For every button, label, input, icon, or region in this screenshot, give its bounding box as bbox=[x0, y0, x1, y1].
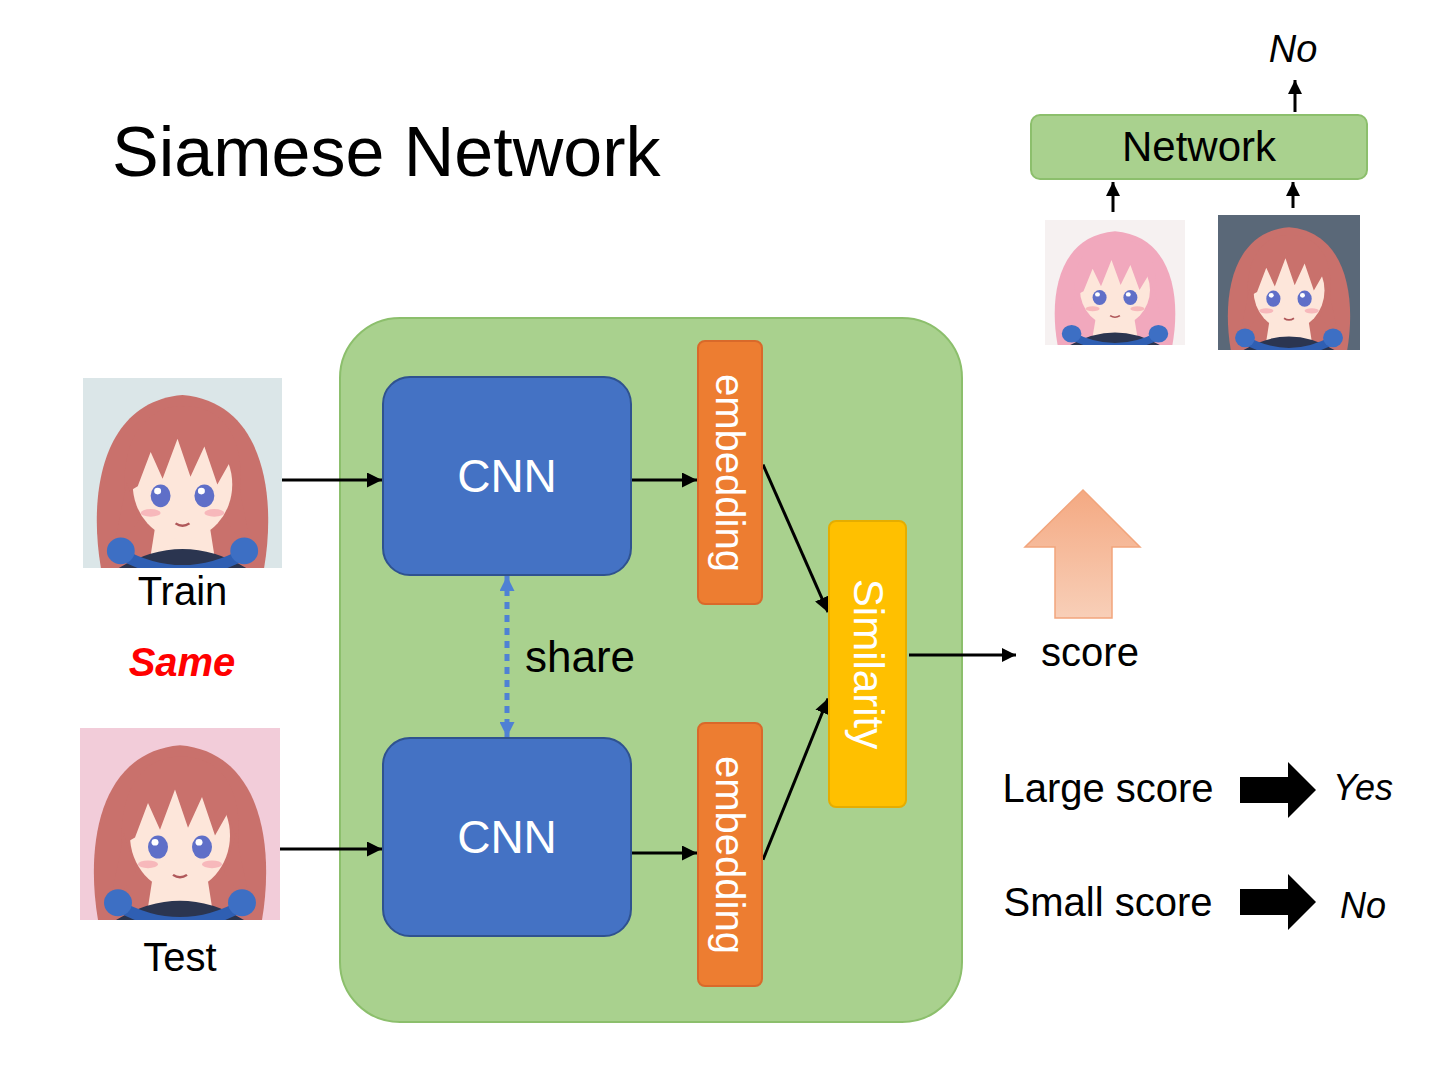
input-arrow bbox=[1292, 182, 1295, 208]
example-photo bbox=[1055, 231, 1176, 347]
network-container bbox=[340, 318, 962, 1022]
output-arrow bbox=[1294, 80, 1297, 112]
connector-label: share bbox=[525, 631, 635, 682]
example-photo bbox=[1228, 227, 1350, 352]
data-flow-arrow bbox=[763, 465, 828, 613]
shared-weights-link bbox=[505, 576, 510, 737]
cnn-box: CNN bbox=[382, 737, 632, 937]
block-arrow bbox=[1240, 874, 1316, 930]
embedding-bar: embedding bbox=[697, 340, 763, 605]
image-caption: Train bbox=[83, 568, 282, 614]
decision-text: No bbox=[1340, 885, 1386, 926]
image-caption: Test bbox=[80, 934, 280, 980]
node-label: embedding bbox=[707, 756, 753, 954]
similarity-bar: Similarity bbox=[828, 520, 907, 808]
network-box: Network bbox=[1030, 114, 1368, 180]
data-flow-arrow bbox=[632, 852, 697, 855]
test-image: Test bbox=[80, 728, 280, 980]
embedding-bar: embedding bbox=[697, 722, 763, 987]
data-flow-arrow bbox=[632, 479, 697, 482]
node-label: embedding bbox=[707, 374, 753, 572]
node-label: CNN bbox=[457, 811, 557, 864]
output-text: No bbox=[1269, 28, 1318, 72]
test-photo bbox=[94, 745, 266, 923]
block-arrow bbox=[1240, 762, 1316, 818]
data-flow-arrow bbox=[763, 699, 828, 860]
input-arrow bbox=[1112, 182, 1115, 212]
score-arrow bbox=[909, 654, 1016, 657]
output-label: score bbox=[1041, 629, 1139, 675]
pair-relation: Same bbox=[129, 639, 236, 685]
node-label: CNN bbox=[457, 450, 557, 503]
rule-text: Large score bbox=[1002, 765, 1213, 811]
train-image: Train bbox=[83, 378, 282, 614]
slide-title: Siamese Network bbox=[112, 112, 661, 193]
train-photo bbox=[97, 395, 268, 571]
decision-text: Yes bbox=[1333, 767, 1393, 808]
data-flow-arrow bbox=[282, 479, 382, 482]
node-label: Similarity bbox=[843, 579, 891, 749]
big-up-arrow bbox=[1025, 490, 1140, 618]
data-flow-arrow bbox=[280, 848, 382, 851]
cnn-box: CNN bbox=[382, 376, 632, 576]
rule-text: Small score bbox=[1004, 879, 1213, 925]
node-label: Network bbox=[1122, 123, 1276, 171]
